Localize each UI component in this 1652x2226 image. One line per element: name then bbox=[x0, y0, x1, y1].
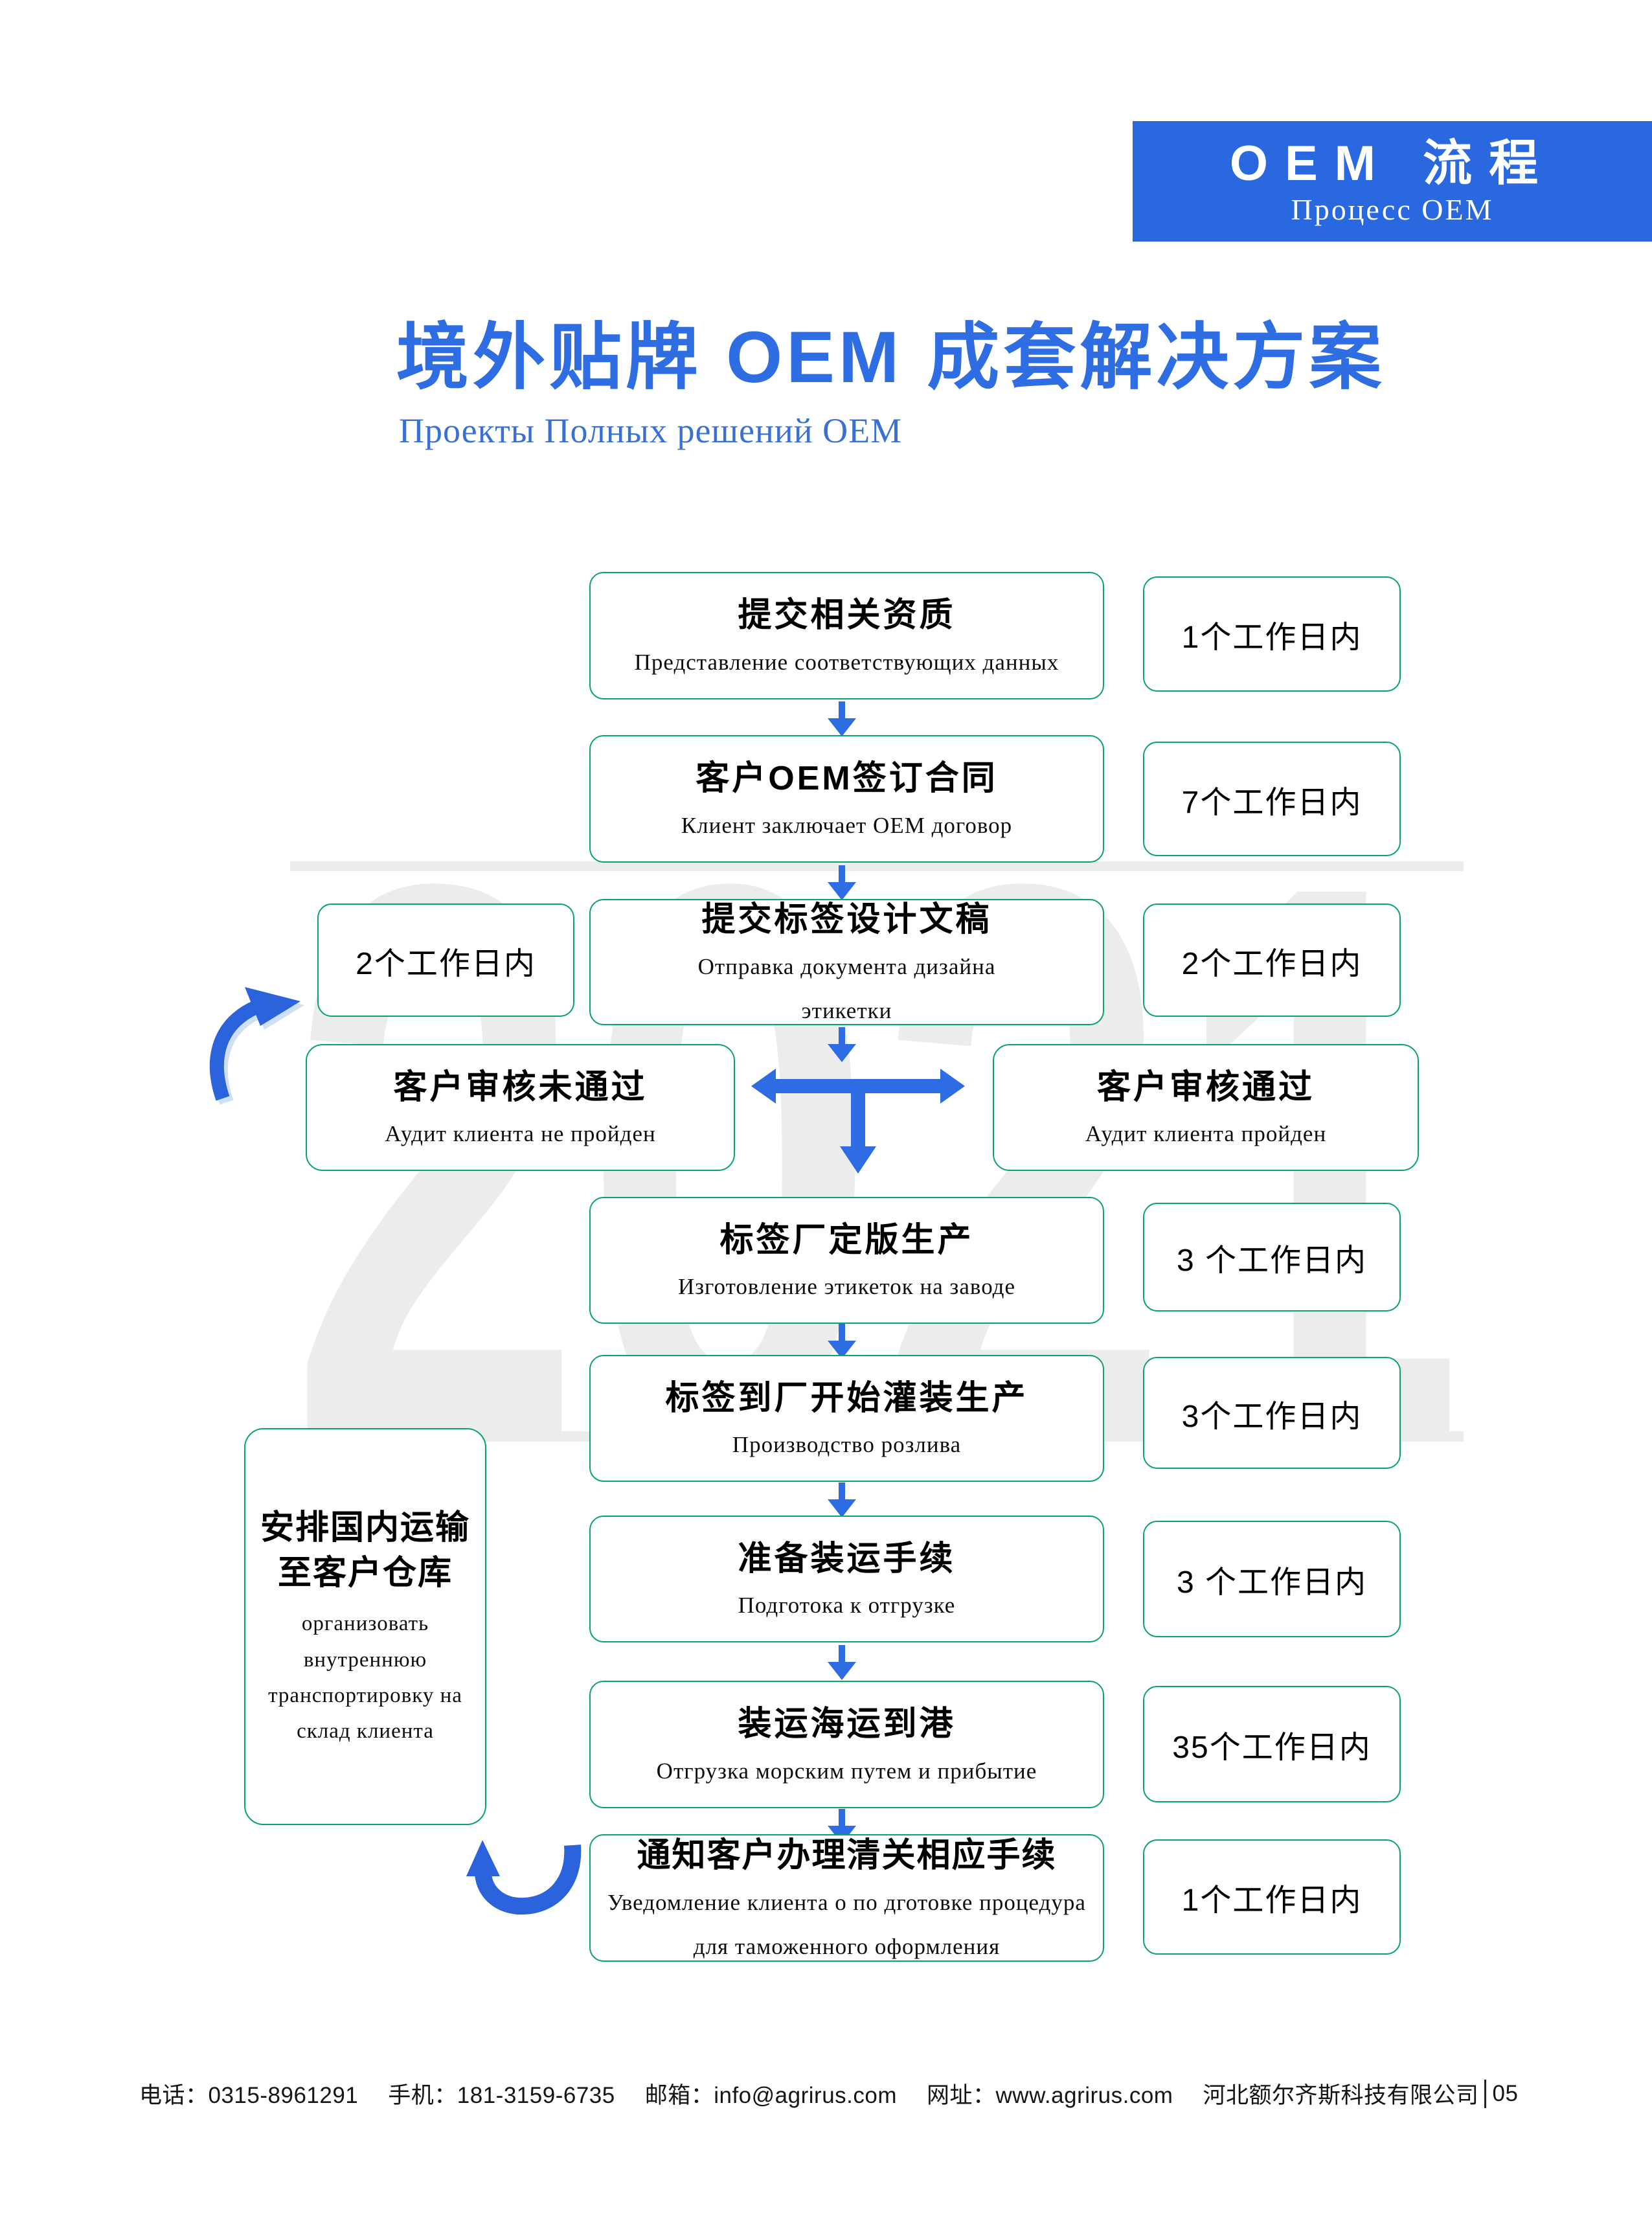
duration-box-3-left: 2个工作日内 bbox=[317, 903, 574, 1017]
step-zh-label: 提交标签设计文稿 bbox=[701, 901, 992, 939]
step-box-customs-clearance-notice: 通知客户办理清关相应手续 Уведомление клиента о по дг… bbox=[589, 1834, 1104, 1962]
step-ru-label: этикетки bbox=[801, 997, 892, 1023]
step-ru-label: Представление соответствующих данных bbox=[634, 649, 1059, 675]
step-zh-label: 提交相关资质 bbox=[738, 596, 956, 635]
branch-zh-label: 客户审核通过 bbox=[1096, 1068, 1315, 1106]
step-ru-label: Отправка документа дизайна bbox=[697, 953, 996, 979]
branch-zh-label: 客户审核未通过 bbox=[393, 1068, 648, 1106]
duration-box-6: 3个工作日内 bbox=[1143, 1357, 1401, 1469]
arrow-down-icon bbox=[828, 701, 856, 736]
side-ru-line: склад клиента bbox=[297, 1719, 434, 1743]
step-box-submit-label-design: 提交标签设计文稿 Отправка документа дизайна этик… bbox=[589, 899, 1104, 1025]
step-ru-label: Клиент заключает OEM договор bbox=[681, 812, 1013, 838]
step-box-label-factory-production: 标签厂定版生产 Изготовление этикеток на заводе bbox=[589, 1197, 1104, 1324]
banner-subtitle: Процесс OEM bbox=[1291, 193, 1494, 226]
arrow-down-icon bbox=[828, 865, 856, 900]
duration-box-2: 7个工作日内 bbox=[1143, 742, 1401, 856]
arrow-down-icon bbox=[828, 1645, 856, 1680]
step-ru-label: Уведомление клиента о по дготовке процед… bbox=[607, 1889, 1086, 1915]
step-zh-label: 标签到厂开始灌装生产 bbox=[665, 1379, 1028, 1417]
curved-up-arrow-icon bbox=[209, 987, 304, 1105]
duration-box-3: 2个工作日内 bbox=[1143, 903, 1401, 1017]
arrow-down-icon bbox=[828, 1482, 856, 1517]
side-zh-line: 至客户仓库 bbox=[277, 1554, 453, 1593]
step-box-submit-qualifications: 提交相关资质 Представление соответствующих дан… bbox=[589, 572, 1104, 699]
side-note-box-domestic-transport: 安排国内运输 至客户仓库 организовать внутреннюю тра… bbox=[244, 1428, 486, 1825]
side-ru-line: организовать bbox=[301, 1612, 429, 1636]
side-ru-line: транспортировку на bbox=[268, 1683, 462, 1707]
footer-phone: 电话：0315-8961291 bbox=[139, 2083, 359, 2108]
step-ru-label: для таможенного оформления bbox=[693, 1933, 1001, 1959]
u-turn-arrow-icon bbox=[466, 1840, 582, 1915]
branch-fail-box: 客户审核未通过 Аудит клиента не пройден bbox=[306, 1044, 735, 1171]
duration-box-1: 1个工作日内 bbox=[1143, 576, 1401, 692]
duration-box-5: 3 个工作日内 bbox=[1143, 1203, 1401, 1312]
footer: 电话：0315-8961291 手机：181-3159-6735 邮箱：info… bbox=[139, 2077, 1518, 2110]
branch-ru-label: Аудит клиента не пройден bbox=[385, 1121, 656, 1147]
page-subtitle: Проекты Полных решений OEM bbox=[399, 411, 903, 450]
step-box-sign-contract: 客户OEM签订合同 Клиент заключает OEM договор bbox=[589, 735, 1104, 863]
footer-divider bbox=[1484, 2079, 1487, 2108]
watermark-top-band bbox=[290, 861, 1464, 871]
t-split-arrow-icon bbox=[751, 1069, 965, 1179]
step-ru-label: Отгрузка морским путем и прибытие bbox=[656, 1758, 1037, 1784]
arrow-down-icon bbox=[828, 1027, 856, 1062]
step-zh-label: 客户OEM签订合同 bbox=[696, 760, 998, 798]
branch-pass-box: 客户审核通过 Аудит клиента пройден bbox=[993, 1044, 1419, 1171]
step-zh-label: 准备装运手续 bbox=[738, 1539, 956, 1578]
arrow-down-icon bbox=[828, 1324, 856, 1359]
footer-page-number: 05 bbox=[1492, 2080, 1519, 2106]
step-zh-label: 通知客户办理清关相应手续 bbox=[637, 1837, 1057, 1875]
branch-ru-label: Аудит клиента пройден bbox=[1085, 1121, 1327, 1147]
footer-website: 网址：www.agrirus.com bbox=[927, 2083, 1173, 2108]
duration-box-8: 35个工作日内 bbox=[1143, 1686, 1401, 1802]
side-ru-line: внутреннюю bbox=[303, 1648, 427, 1672]
side-zh-line: 安排国内运输 bbox=[260, 1509, 470, 1547]
footer-mobile: 手机：181-3159-6735 bbox=[388, 2083, 615, 2108]
step-zh-label: 装运海运到港 bbox=[738, 1705, 956, 1743]
duration-box-9: 1个工作日内 bbox=[1143, 1839, 1401, 1955]
duration-box-7: 3 个工作日内 bbox=[1143, 1521, 1401, 1637]
step-ru-label: Подготока к отгрузке bbox=[738, 1593, 956, 1618]
page-title: 境外贴牌 OEM 成套解决方案 bbox=[396, 317, 1386, 398]
step-ru-label: Производство розлива bbox=[732, 1432, 962, 1458]
step-zh-label: 标签厂定版生产 bbox=[719, 1221, 974, 1259]
footer-email: 邮箱：info@agrirus.com bbox=[644, 2083, 898, 2108]
step-box-prepare-shipping: 准备装运手续 Подготока к отгрузке bbox=[589, 1516, 1104, 1642]
footer-company: 河北额尔齐斯科技有限公司 bbox=[1203, 2083, 1479, 2108]
banner-title: OEM 流程 bbox=[1229, 136, 1556, 191]
step-box-filling-production: 标签到厂开始灌装生产 Производство розлива bbox=[589, 1355, 1104, 1482]
step-ru-label: Изготовление этикеток на заводе bbox=[677, 1274, 1016, 1300]
step-box-sea-shipping: 装运海运到港 Отгрузка морским путем и прибытие bbox=[589, 1681, 1104, 1808]
corner-banner: OEM 流程 Процесс OEM bbox=[1133, 121, 1652, 242]
